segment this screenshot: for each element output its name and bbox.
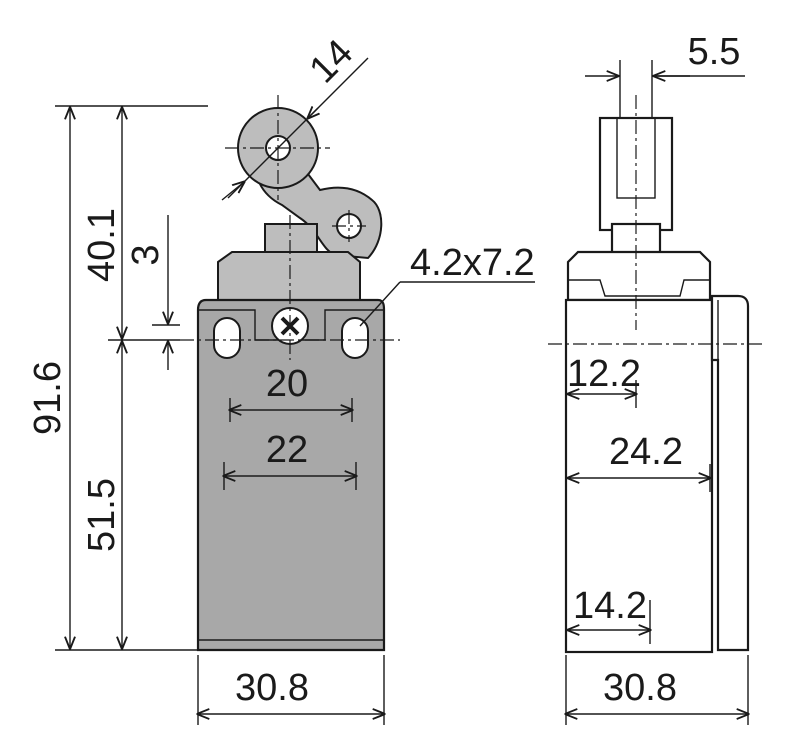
- side-dimensions: 5.5 12.2 24.2 14.2 30.8: [566, 31, 748, 725]
- switch-head: [217, 251, 361, 301]
- dim-front-width: 30.8: [235, 667, 309, 709]
- head-groove: [568, 279, 710, 297]
- dim-plunger-width: 5.5: [688, 31, 741, 73]
- dim-roller-diameter: 14: [302, 32, 362, 92]
- mount-slot-left: [213, 317, 241, 359]
- dim-total-height: 91.6: [27, 361, 69, 435]
- dim-lower-height: 51.5: [81, 478, 123, 552]
- mount-slot-right: [341, 317, 369, 359]
- dim-side-width: 24.2: [609, 431, 683, 473]
- dim-hole-spacing-outer: 22: [266, 429, 308, 471]
- dim-side-offset-1: 12.2: [567, 353, 641, 395]
- cover-side: [710, 294, 750, 652]
- dim-side-offset-2: 14.2: [573, 585, 647, 627]
- dim-hole-spacing-inner: 20: [266, 363, 308, 405]
- dim-upper-height: 40.1: [81, 208, 123, 282]
- dim-offset: 3: [125, 244, 167, 265]
- dim-side-total-width: 30.8: [603, 667, 677, 709]
- head-side: [566, 250, 712, 302]
- dim-slot-size: 4.2x7.2: [410, 242, 535, 284]
